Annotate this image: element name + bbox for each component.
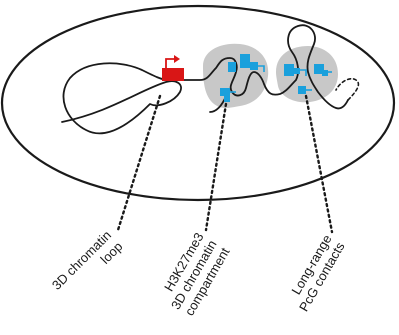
- blue-pcg-protein-icon: [314, 64, 324, 74]
- label-compartment: H3K27me3 3D chromatin compartment: [161, 230, 233, 318]
- red-gene-box-icon: [162, 68, 184, 81]
- label-contacts: Long-range PcG contacts: [288, 232, 347, 314]
- pcg-stalks-contacts: [300, 69, 332, 91]
- blue-pcg-protein-icon: [294, 68, 300, 74]
- leader-line-compartment: [204, 102, 228, 232]
- blue-pcg-protein-icon: [220, 88, 230, 96]
- nucleus-outline: [0, 4, 396, 202]
- pcg-complex-group-compartment: [220, 54, 258, 102]
- blue-pcg-protein-icon: [322, 70, 328, 76]
- blue-pcg-protein-icon: [250, 62, 258, 70]
- chromatin-fiber-dashed: [335, 77, 360, 101]
- leader-line-contacts: [304, 94, 334, 234]
- pcg-complex-group-contacts: [284, 64, 328, 94]
- label-loop: 3D chromatin loop: [49, 228, 126, 293]
- transcription-start-arrow-icon: [165, 58, 176, 68]
- blue-pcg-protein-icon: [228, 62, 236, 72]
- tss-arrow-head: [174, 55, 180, 63]
- blue-pcg-protein-icon: [240, 54, 250, 68]
- blue-pcg-protein-icon: [284, 64, 294, 76]
- blue-pcg-protein-icon: [298, 86, 306, 94]
- blue-pcg-protein-icon: [224, 96, 230, 102]
- leader-line-loop: [116, 94, 162, 232]
- pcg-stalks-compartment: [230, 65, 265, 93]
- pcg-contacts-blob: [276, 46, 338, 103]
